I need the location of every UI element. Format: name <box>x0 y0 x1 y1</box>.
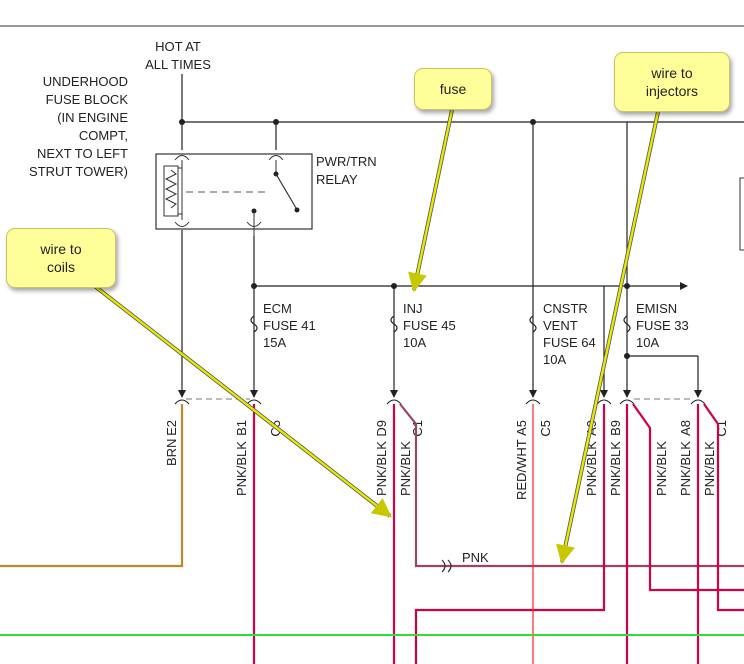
fuse-block-line: STRUT TOWER) <box>29 164 128 179</box>
pin-label: A8 <box>678 420 693 436</box>
wire-color-labels: BRN PNK/BLK PNK/BLK PNK/BLK RED/WHT PNK/… <box>164 439 717 500</box>
wire-color-label: PNK/BLK <box>374 441 389 496</box>
fuse-emisn-label: EMISN FUSE 33 10A <box>636 301 689 350</box>
fuse-arrow <box>408 109 454 293</box>
fuse-ecm-label: ECM FUSE 41 15A <box>263 301 316 350</box>
splice-dot <box>251 283 257 289</box>
injectors-arrow <box>556 111 660 565</box>
relay-label-1: PWR/TRN <box>316 154 377 169</box>
inline-connector <box>441 559 452 573</box>
pin-label: D9 <box>374 420 389 437</box>
wire-color-label: BRN <box>164 439 179 466</box>
bus-continues-arrow <box>680 282 688 290</box>
fuse-label-line: INJ <box>403 301 423 316</box>
fuse-label-line: 10A <box>403 335 426 350</box>
wire-color-label: PNK/BLK <box>234 441 249 496</box>
hot-at-label-1: HOT AT <box>155 39 201 54</box>
pin-labels: E2 B1 C5 D9 C1 A5 C5 A9 B9 A8 C1 <box>164 420 729 437</box>
relay-label-2: RELAY <box>316 172 358 187</box>
pin-label: C1 <box>410 420 425 437</box>
callout-wire-to-injectors: wire to injectors <box>614 52 730 112</box>
fuse-label-line: FUSE 33 <box>636 318 689 333</box>
wire-color-label: PNK/BLK <box>584 441 599 496</box>
fuse-block-line: (IN ENGINE <box>57 110 128 125</box>
fuse-label-line: VENT <box>543 318 578 333</box>
splice-dot <box>273 119 279 125</box>
connector-arrowheads <box>178 390 702 398</box>
fuse-label-line: 10A <box>636 335 659 350</box>
fuse-symbols <box>250 315 631 333</box>
pin-label: B9 <box>608 420 623 436</box>
pwr-trn-relay <box>155 153 313 236</box>
connector-chevrons <box>174 399 706 405</box>
wire-pnk <box>399 403 744 568</box>
splice-dot <box>624 283 630 289</box>
callout-arrows <box>90 109 660 565</box>
wire-color-label: PNK/BLK <box>654 441 669 496</box>
fuse-label-line: CNSTR <box>543 301 588 316</box>
fuse-label-line: EMISN <box>636 301 677 316</box>
fuse-inj-label: INJ FUSE 45 10A <box>403 301 456 350</box>
fuse-label-line: FUSE 64 <box>543 335 596 350</box>
fuse-block-line: NEXT TO LEFT <box>37 146 128 161</box>
hot-at-label-2: ALL TIMES <box>145 57 211 72</box>
fuse-label-line: FUSE 45 <box>403 318 456 333</box>
coils-arrow <box>91 283 392 518</box>
fuse-cnstr-label: CNSTR VENT FUSE 64 10A <box>543 301 596 367</box>
wire-color-label: PNK/BLK <box>608 441 623 496</box>
callout-wire-to-coils: wire to coils <box>6 228 116 288</box>
pin-label: C5 <box>538 420 553 437</box>
fuse-feed-bus <box>181 230 699 394</box>
pnk-wire-label: PNK <box>462 550 489 565</box>
wire-color-label: PNK/BLK <box>702 441 717 496</box>
wire-color-label: PNK/BLK <box>678 441 693 496</box>
wire-color-label: RED/WHT <box>514 439 529 500</box>
pin-label: E2 <box>164 420 179 436</box>
wire-pnk-blk <box>414 404 606 664</box>
splice-dot <box>530 119 536 125</box>
fuse-label-line: 10A <box>543 352 566 367</box>
fuse-block-label: UNDERHOOD FUSE BLOCK (IN ENGINE COMPT, N… <box>29 74 128 179</box>
fuse-block-line: FUSE BLOCK <box>46 92 129 107</box>
splice-dot <box>624 353 630 359</box>
pin-label: A5 <box>514 420 529 436</box>
wire-color-label: PNK/BLK <box>398 441 413 496</box>
colored-wires <box>0 403 744 664</box>
fuse-label-line: FUSE 41 <box>263 318 316 333</box>
pin-label: B1 <box>234 420 249 436</box>
splice-dot <box>179 119 185 125</box>
fuse-label-line: 15A <box>263 335 286 350</box>
wire-pnk-blk <box>703 403 744 612</box>
splice-dot <box>391 283 397 289</box>
wire-brn <box>0 404 184 568</box>
offscreen-box <box>739 177 744 251</box>
callout-fuse: fuse <box>414 68 492 110</box>
fuse-label-line: ECM <box>263 301 292 316</box>
fuse-block-line: COMPT, <box>79 128 128 143</box>
fuse-block-line: UNDERHOOD <box>43 74 128 89</box>
